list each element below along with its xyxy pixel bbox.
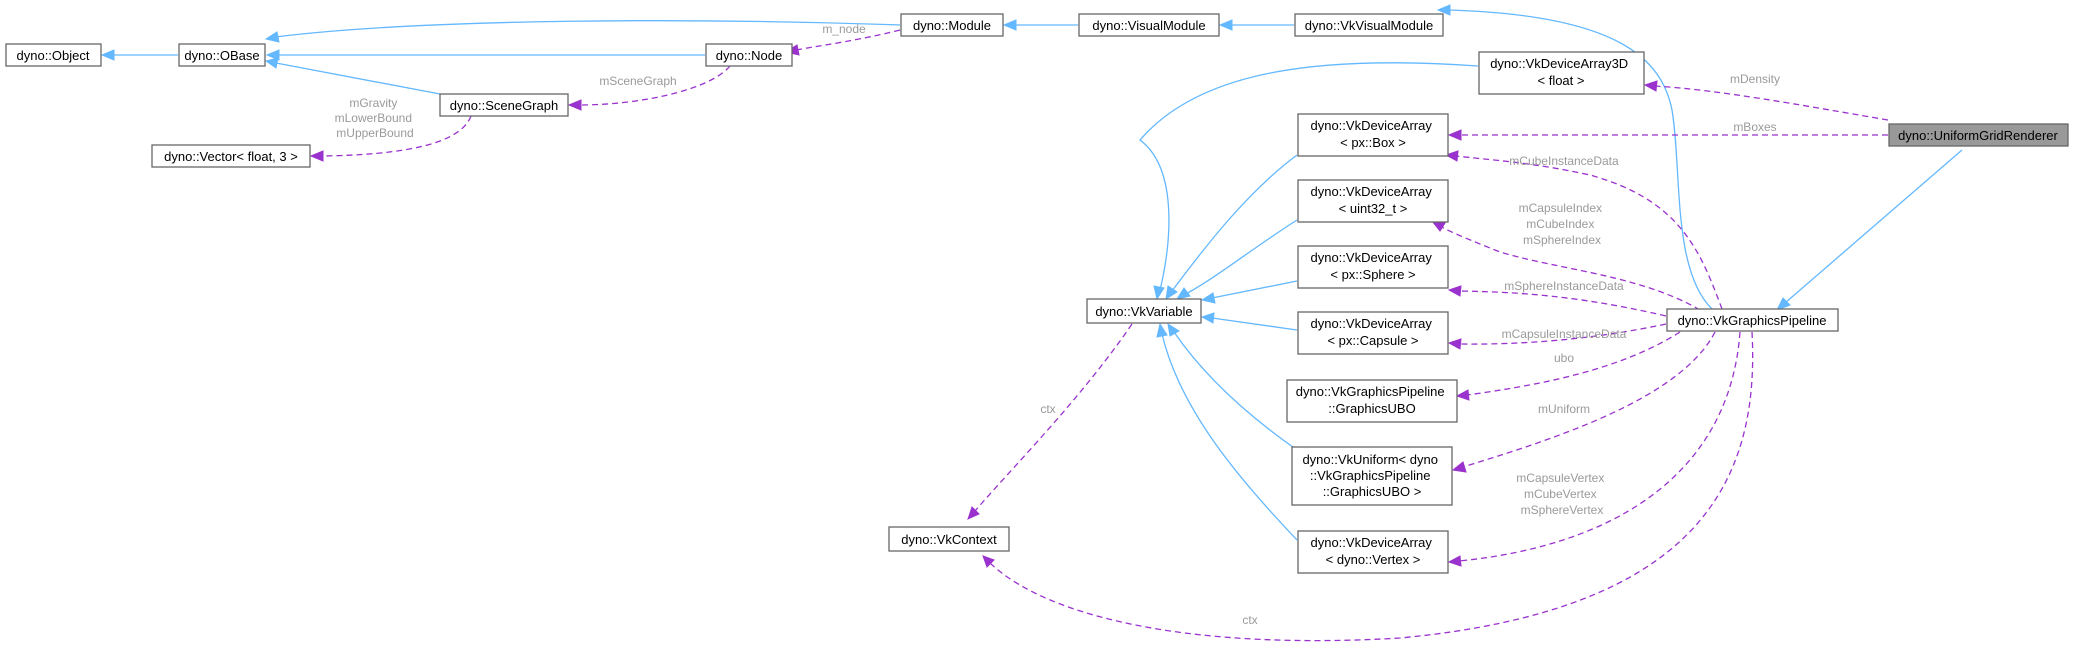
svg-text:dyno::Node: dyno::Node: [716, 48, 783, 63]
svg-text:dyno::VkDeviceArray < px: dyno::VkDeviceArray < px::Capsule >: [1310, 316, 1435, 348]
edge-array-box-to-variable: [1165, 154, 1298, 301]
node-vk-device-array-box[interactable]: dyno::VkDeviceArray < px::Box >: [1297, 113, 1449, 157]
label-m-capsule-instance-data: mCapsuleInstanceData: [1502, 327, 1627, 341]
node-object[interactable]: dyno::Object: [5, 43, 102, 67]
edge-renderer-uses-array3d: [1643, 80, 1889, 121]
node-vk-variable[interactable]: dyno::VkVariable: [1086, 298, 1202, 324]
edge-scene-graph-uses-vector: [309, 115, 472, 162]
label-bounds: mGravity mLowerBound mUpperBound: [335, 96, 416, 140]
label-ubo: ubo: [1554, 351, 1574, 365]
edge-pipeline-uses-array-box: [1444, 150, 1723, 310]
node-vk-device-array-3d[interactable]: dyno::VkDeviceArray3D < float >: [1478, 51, 1645, 95]
svg-text:dyno::VkDeviceArray < dy: dyno::VkDeviceArray < dyno::Vertex >: [1310, 535, 1435, 567]
svg-text:dyno::SceneGraph: dyno::SceneGraph: [450, 98, 558, 113]
svg-text:dyno::VisualModule: dyno::VisualModule: [1092, 18, 1205, 33]
edge-array-sphere-to-variable: [1200, 280, 1298, 304]
svg-text:dyno::VkVariable: dyno::VkVariable: [1095, 304, 1192, 319]
node-vk-device-array-sphere[interactable]: dyno::VkDeviceArray < px::Sphere >: [1297, 245, 1449, 289]
edge-variable-uses-context: [967, 323, 1133, 520]
node-graphics-ubo[interactable]: dyno::VkGraphicsPipeline ::GraphicsUBO: [1286, 379, 1458, 423]
svg-text:dyno::Module: dyno::Module: [913, 18, 991, 33]
node-uniform-grid-renderer[interactable]: dyno::UniformGridRenderer: [1888, 123, 2069, 147]
edge-node-to-obase: [265, 49, 705, 61]
svg-text:dyno::VkDeviceArray < px: dyno::VkDeviceArray < px::Box >: [1310, 118, 1435, 150]
label-ctx-variable: ctx: [1040, 402, 1055, 416]
edge-module-to-obase: [264, 20, 901, 43]
edge-uniform-to-variable: [1167, 322, 1298, 451]
edge-pipeline-uses-array-capsule: [1447, 323, 1667, 350]
edge-renderer-to-pipeline: [1775, 149, 1963, 311]
node-vk-device-array-uint[interactable]: dyno::VkDeviceArray < uint32_t >: [1297, 179, 1449, 223]
edge-pipeline-uses-array-vertex: [1447, 331, 1741, 567]
svg-text:dyno::VkGraphicsPipeline: dyno::VkGraphicsPipeline ::GraphicsUBO: [1296, 384, 1448, 416]
edge-pipeline-uses-array-sphere: [1447, 285, 1667, 317]
svg-text:dyno::VkGraphicsPipeline: dyno::VkGraphicsPipeline: [1678, 313, 1827, 328]
edge-array-uint-to-variable: [1175, 219, 1298, 300]
svg-text:dyno::VkUniform< dyno ::: dyno::VkUniform< dyno ::VkGraphicsPipeli…: [1302, 452, 1441, 499]
edge-pipeline-to-vk-visual-module: [1436, 4, 1713, 310]
node-vk-graphics-pipeline[interactable]: dyno::VkGraphicsPipeline: [1666, 308, 1839, 332]
svg-text:dyno::VkDeviceArray3D <: dyno::VkDeviceArray3D < float >: [1490, 56, 1632, 88]
svg-text:dyno::VkDeviceArray < ui: dyno::VkDeviceArray < uint32_t >: [1310, 184, 1435, 216]
edge-renderer-uses-array-box: [1447, 129, 1888, 141]
label-vertices: mCapsuleVertex mCubeVertex mSphereVertex: [1516, 471, 1607, 517]
node-module[interactable]: dyno::Module: [900, 13, 1004, 37]
svg-text:dyno::Object: dyno::Object: [17, 48, 90, 63]
node-visual-module[interactable]: dyno::VisualModule: [1078, 13, 1220, 37]
node-vk-context[interactable]: dyno::VkContext: [888, 526, 1010, 552]
edge-pipeline-uses-uniform: [1451, 331, 1716, 473]
node-vk-uniform[interactable]: dyno::VkUniform< dyno ::VkGraphicsPipeli…: [1291, 446, 1453, 506]
edge-vk-visual-module-to-visual-module: [1218, 19, 1294, 31]
edge-scene-graph-to-obase: [264, 57, 441, 95]
node-vk-visual-module[interactable]: dyno::VkVisualModule: [1294, 13, 1444, 37]
label-m-density: mDensity: [1730, 72, 1780, 86]
label-m-scene-graph: mSceneGraph: [599, 74, 676, 88]
edge-array3d-to-variable: [1139, 62, 1479, 301]
label-m-uniform: mUniform: [1538, 402, 1590, 416]
edge-array-vertex-to-variable: [1156, 322, 1298, 541]
edge-visual-module-to-module: [1002, 19, 1078, 31]
label-m-cube-instance-data: mCubeInstanceData: [1509, 154, 1619, 168]
label-ctx-pipeline: ctx: [1242, 613, 1257, 627]
svg-text:dyno::UniformGridRenderer: dyno::UniformGridRenderer: [1898, 128, 2058, 143]
edge-obase-to-object: [100, 49, 178, 61]
svg-text:dyno::OBase: dyno::OBase: [184, 48, 259, 63]
node-node[interactable]: dyno::Node: [705, 43, 793, 67]
edge-pipeline-uses-context: [982, 331, 1754, 642]
label-indices: mCapsuleIndex mCubeIndex mSphereIndex: [1519, 201, 1606, 247]
svg-text:dyno::VkDeviceArray < px: dyno::VkDeviceArray < px::Sphere >: [1310, 250, 1435, 282]
svg-text:dyno::VkVisualModule: dyno::VkVisualModule: [1305, 18, 1433, 33]
node-scene-graph[interactable]: dyno::SceneGraph: [439, 93, 569, 117]
node-obase[interactable]: dyno::OBase: [178, 43, 266, 67]
edge-pipeline-uses-graphics-ubo: [1455, 331, 1681, 401]
label-m-boxes: mBoxes: [1733, 120, 1776, 134]
edge-node-uses-scene-graph: [567, 65, 731, 111]
label-m-node: m_node: [822, 22, 866, 36]
svg-text:dyno::Vector< float, 3 >: dyno::Vector< float, 3 >: [164, 149, 298, 164]
node-vk-device-array-vertex[interactable]: dyno::VkDeviceArray < dyno::Vertex >: [1297, 530, 1449, 574]
node-vector[interactable]: dyno::Vector< float, 3 >: [151, 144, 311, 168]
label-m-sphere-instance-data: mSphereInstanceData: [1504, 279, 1624, 293]
edge-array-capsule-to-variable: [1200, 312, 1298, 331]
node-vk-device-array-capsule[interactable]: dyno::VkDeviceArray < px::Capsule >: [1297, 311, 1449, 355]
svg-text:dyno::VkContext: dyno::VkContext: [901, 532, 997, 547]
